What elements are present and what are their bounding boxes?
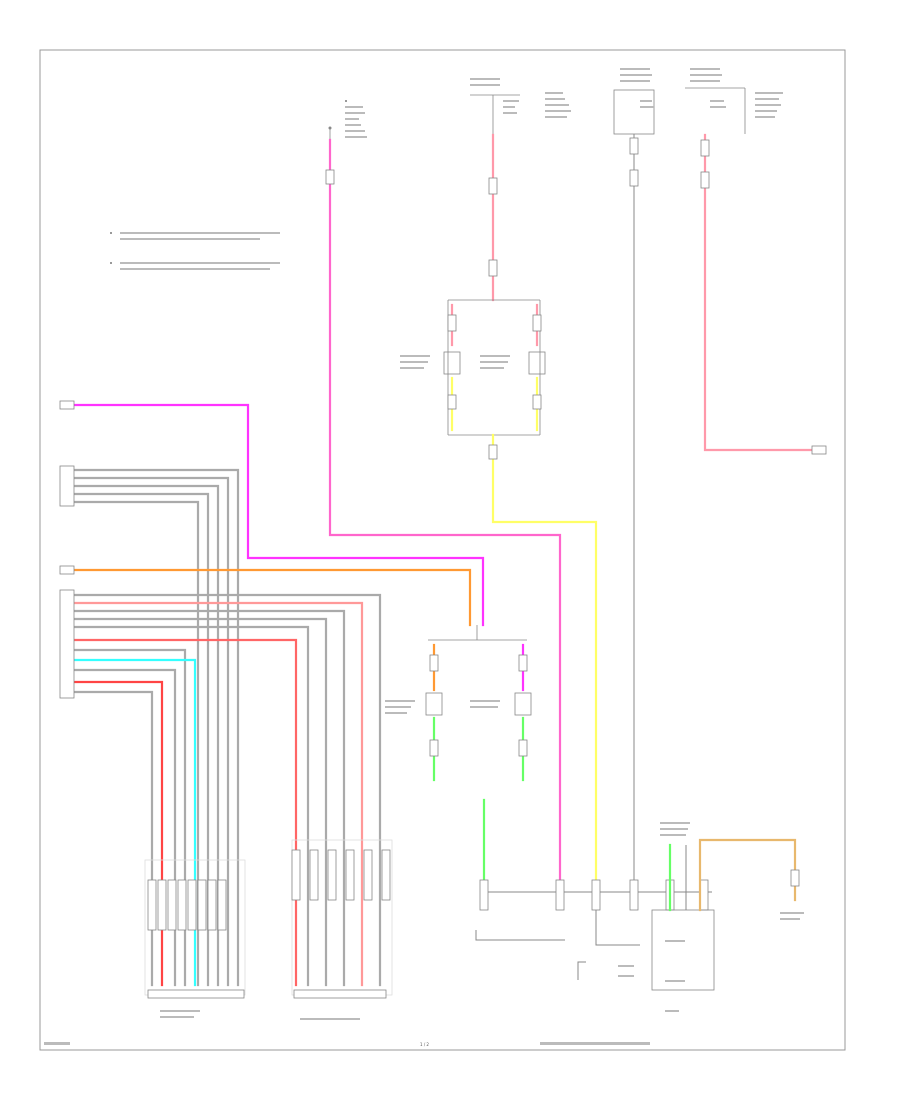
connector	[59, 565, 75, 575]
bottom-left-connector-b	[291, 839, 393, 1020]
top-left-switch	[328, 100, 367, 140]
connector	[700, 139, 710, 157]
gray-wire-group-top	[59, 465, 240, 987]
lower-relay-group	[385, 625, 532, 782]
connector	[811, 445, 827, 455]
upper-relay-group	[400, 299, 546, 436]
top-middle-fuse	[470, 78, 571, 135]
top-right-fuse-box	[613, 68, 783, 135]
bottom-left-connector-a	[144, 859, 246, 1018]
wire-magenta	[66, 403, 485, 627]
connector	[488, 177, 498, 195]
connector	[629, 169, 639, 187]
footer-page-number: 1 / 2	[420, 1042, 429, 1047]
connector	[629, 137, 639, 155]
wire-yellow	[491, 433, 598, 902]
connector	[325, 169, 335, 185]
ecu-module	[577, 822, 804, 1012]
diagram-border	[39, 49, 846, 1051]
connector	[700, 171, 710, 189]
diagram-notes	[110, 232, 280, 270]
wire-orange	[66, 568, 472, 627]
wire-pink-a	[328, 138, 562, 902]
connector	[59, 400, 75, 410]
connector-pins	[147, 849, 391, 931]
wire-light-red-right	[703, 133, 817, 452]
connector	[488, 444, 498, 460]
bottom-connectors	[479, 879, 709, 911]
footer	[44, 1042, 650, 1045]
bottom-bus-return	[475, 930, 565, 941]
connector	[488, 259, 498, 277]
